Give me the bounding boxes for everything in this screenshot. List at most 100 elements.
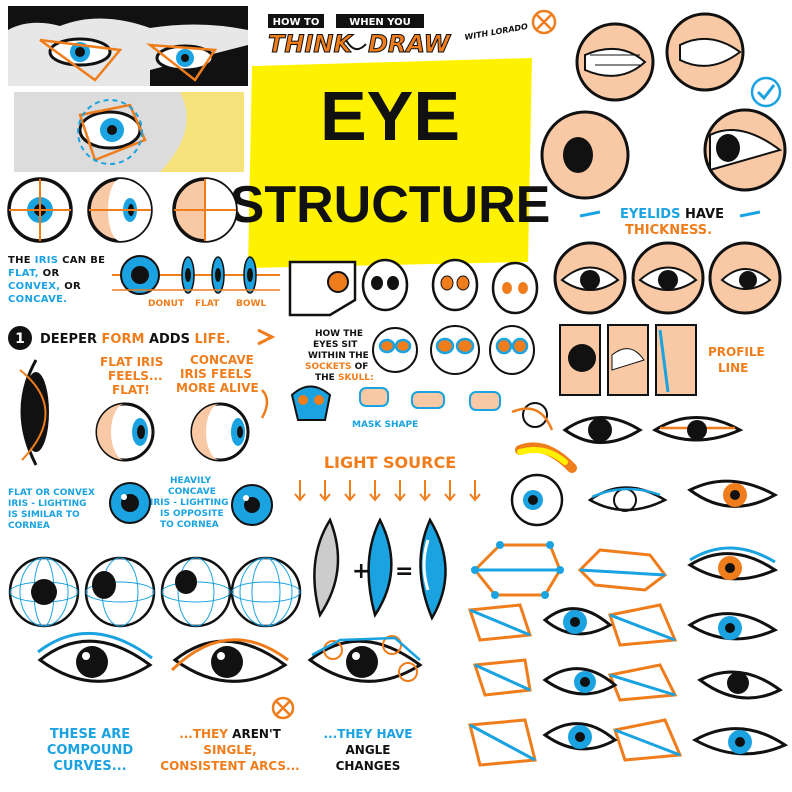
light-arrows bbox=[294, 480, 481, 502]
equals-sign: = bbox=[395, 559, 413, 584]
compound-curve-eyes bbox=[37, 632, 423, 720]
eyeball-three-quarter bbox=[87, 177, 153, 243]
light-source-title: LIGHT SOURCE bbox=[324, 453, 456, 472]
iris-closeup-left bbox=[109, 482, 151, 524]
box-quad-1 bbox=[467, 603, 533, 642]
label-flat: FLAT bbox=[195, 299, 220, 309]
eye-sketch-3 bbox=[587, 486, 668, 512]
svg-text:CURVES...: CURVES... bbox=[53, 759, 126, 774]
svg-text:CONSISTENT ARCS...: CONSISTENT ARCS... bbox=[160, 759, 299, 773]
svg-text:THE IRIS CAN BE: THE IRIS CAN BE bbox=[8, 255, 105, 266]
grid-eyeball-3 bbox=[160, 556, 232, 628]
box-hex-1 bbox=[471, 541, 564, 599]
svg-text:CORNEA: CORNEA bbox=[8, 521, 50, 531]
lid-thickness-2 bbox=[631, 241, 705, 315]
box-quad-5 bbox=[468, 718, 537, 767]
svg-text:IRIS - LIGHTING: IRIS - LIGHTING bbox=[8, 499, 87, 509]
svg-text:MORE ALIVE: MORE ALIVE bbox=[176, 381, 259, 395]
flat-vs-concave-text: FLAT IRIS FEELS... FLAT! CONCAVE IRIS FE… bbox=[100, 353, 259, 397]
svg-text:DEEPER FORM ADDS LIFE.: DEEPER FORM ADDS LIFE. bbox=[40, 332, 230, 347]
svg-text:COMPOUND: COMPOUND bbox=[47, 743, 134, 758]
comic-panel-male-eyes bbox=[8, 6, 248, 86]
lid-eyeball-top-2 bbox=[665, 12, 745, 92]
curve-eye-2 bbox=[170, 638, 295, 720]
skull-front-3 bbox=[491, 261, 539, 315]
grid-eyeball-4 bbox=[230, 556, 302, 628]
lid-eyeball-top-1 bbox=[575, 22, 655, 102]
label-bowl: BOWL bbox=[236, 299, 266, 309]
finished-eye-6 bbox=[542, 722, 618, 751]
mask-shape-label: MASK SHAPE bbox=[352, 420, 418, 430]
skull-diagram-area: HOW THE EYES SIT WITHIN THE SOCKETS OF T… bbox=[288, 258, 539, 430]
eyeball-flat-iris bbox=[95, 402, 155, 462]
cornea-text-left: FLAT OR CONVEX IRIS - LIGHTING IS SIMILA… bbox=[8, 488, 95, 531]
box-quad-3 bbox=[472, 658, 532, 697]
box-hex-2 bbox=[577, 548, 668, 592]
label-donut: DONUT bbox=[148, 299, 185, 309]
lid-thickness-row bbox=[553, 241, 782, 315]
svg-text:CONVEX, OR: CONVEX, OR bbox=[8, 281, 81, 292]
eye-sketch-4 bbox=[687, 479, 779, 508]
title-structure: STRUCTURE bbox=[230, 176, 551, 234]
profile-line-label-2: LINE bbox=[718, 361, 748, 375]
profile-eye-3 bbox=[655, 324, 697, 396]
lid-thickness-3 bbox=[708, 241, 782, 315]
svg-text:CONCAVE: CONCAVE bbox=[190, 353, 254, 367]
skull-front-2 bbox=[431, 258, 479, 312]
svg-text:CONCAVE.: CONCAVE. bbox=[8, 294, 67, 305]
box-quad-2 bbox=[608, 603, 678, 647]
finished-eye-4 bbox=[542, 667, 618, 696]
svg-text:IS SIMILAR TO: IS SIMILAR TO bbox=[8, 510, 80, 520]
grid-eyeball-2 bbox=[84, 556, 156, 628]
svg-text:THE SKULL:: THE SKULL: bbox=[315, 373, 374, 383]
svg-text:FLAT OR CONVEX: FLAT OR CONVEX bbox=[8, 488, 95, 498]
iris-closeup-right bbox=[231, 484, 273, 526]
svg-text:THICKNESS.: THICKNESS. bbox=[625, 223, 712, 238]
iris-type-diagrams: DONUT FLAT BOWL bbox=[112, 255, 280, 309]
finished-eye-2 bbox=[542, 607, 613, 636]
eyeball-front bbox=[7, 177, 73, 243]
profile-eye-2 bbox=[607, 324, 649, 396]
eyelids-text: EYELIDS HAVE THICKNESS. bbox=[579, 207, 761, 238]
svg-text:CHANGES: CHANGES bbox=[336, 759, 401, 773]
eye-diagram-circle-arrow bbox=[511, 402, 577, 473]
svg-text:IS OPPOSITE: IS OPPOSITE bbox=[160, 509, 224, 519]
mask-shapes bbox=[359, 387, 501, 411]
light-source: LIGHT SOURCE + = bbox=[294, 453, 481, 621]
finished-eye-3 bbox=[687, 612, 779, 641]
svg-text:FLAT, OR: FLAT, OR bbox=[8, 268, 59, 279]
finished-eyes-grid bbox=[542, 546, 789, 756]
skull-blue-outline-1 bbox=[372, 327, 418, 373]
profile-line-label-1: PROFILE bbox=[708, 345, 765, 359]
svg-text:FLAT IRIS: FLAT IRIS bbox=[100, 355, 163, 369]
finished-eye-1 bbox=[687, 546, 779, 581]
eye-sketch-2 bbox=[651, 416, 744, 442]
profile-eye-1 bbox=[559, 324, 601, 396]
svg-text:ANGLE: ANGLE bbox=[345, 743, 390, 757]
comic-panel-female-eye bbox=[14, 92, 244, 172]
svg-text:FLAT!: FLAT! bbox=[112, 383, 150, 397]
eyeball-blue-iris bbox=[510, 473, 564, 527]
skull-blue-outline-3 bbox=[489, 325, 535, 375]
svg-text:EYES SIT: EYES SIT bbox=[313, 340, 358, 350]
curve-eye-3 bbox=[307, 635, 423, 683]
header-draw: DRAW bbox=[368, 30, 452, 58]
svg-text:WITHIN THE: WITHIN THE bbox=[308, 351, 369, 361]
header-how-to: HOW TO bbox=[273, 17, 320, 28]
svg-text:IRIS FEELS: IRIS FEELS bbox=[180, 367, 252, 381]
skull-side-view bbox=[288, 260, 357, 317]
lid-thickness-1 bbox=[553, 241, 627, 315]
grid-eyeball-1 bbox=[8, 556, 80, 628]
lid-eyeball-mid-1 bbox=[540, 110, 630, 200]
header-when-you: WHEN YOU bbox=[349, 17, 411, 28]
box-quad-4 bbox=[607, 663, 678, 702]
x-and-check-marks bbox=[531, 9, 782, 108]
step-number: 1 bbox=[15, 331, 25, 347]
svg-text:...THEY AREN'T: ...THEY AREN'T bbox=[179, 727, 281, 741]
svg-text:TO CORNEA: TO CORNEA bbox=[160, 520, 219, 530]
svg-text:CONCAVE: CONCAVE bbox=[168, 487, 216, 497]
header-logo: HOW TO WHEN YOU THINK DRAW WITH LORADO bbox=[268, 14, 529, 59]
cornea-shape-grey bbox=[313, 517, 340, 618]
iris-types-text: THE IRIS CAN BE FLAT, OR CONVEX, OR CONC… bbox=[8, 255, 105, 305]
